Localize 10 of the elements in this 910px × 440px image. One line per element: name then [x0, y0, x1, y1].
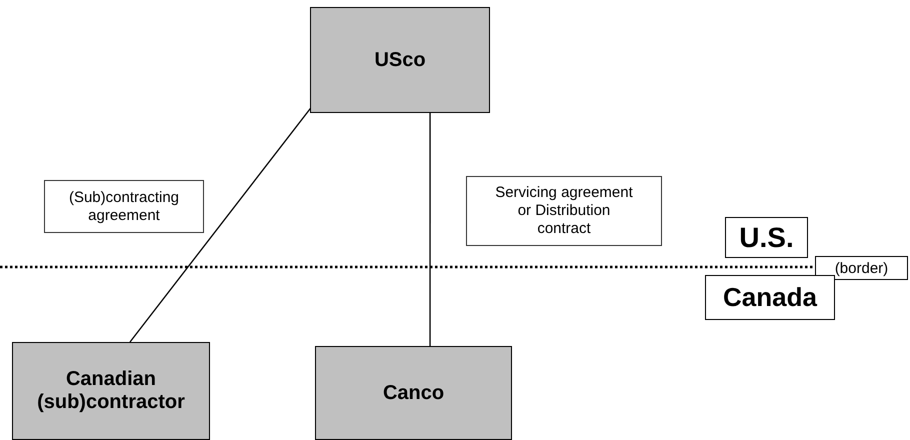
party-box: USco: [310, 7, 490, 113]
party-box: Canadian (sub)contractor: [12, 342, 210, 440]
connector-line: [130, 106, 312, 342]
edge-label: Servicing agreement or Distribution contract: [466, 176, 662, 246]
party-box: Canco: [315, 346, 512, 440]
connector-line: [429, 113, 431, 346]
edge-label: (Sub)contracting agreement: [44, 180, 204, 233]
border-note: (border): [815, 256, 908, 280]
country-label: U.S.: [725, 217, 808, 258]
country-label: Canada: [705, 275, 835, 320]
